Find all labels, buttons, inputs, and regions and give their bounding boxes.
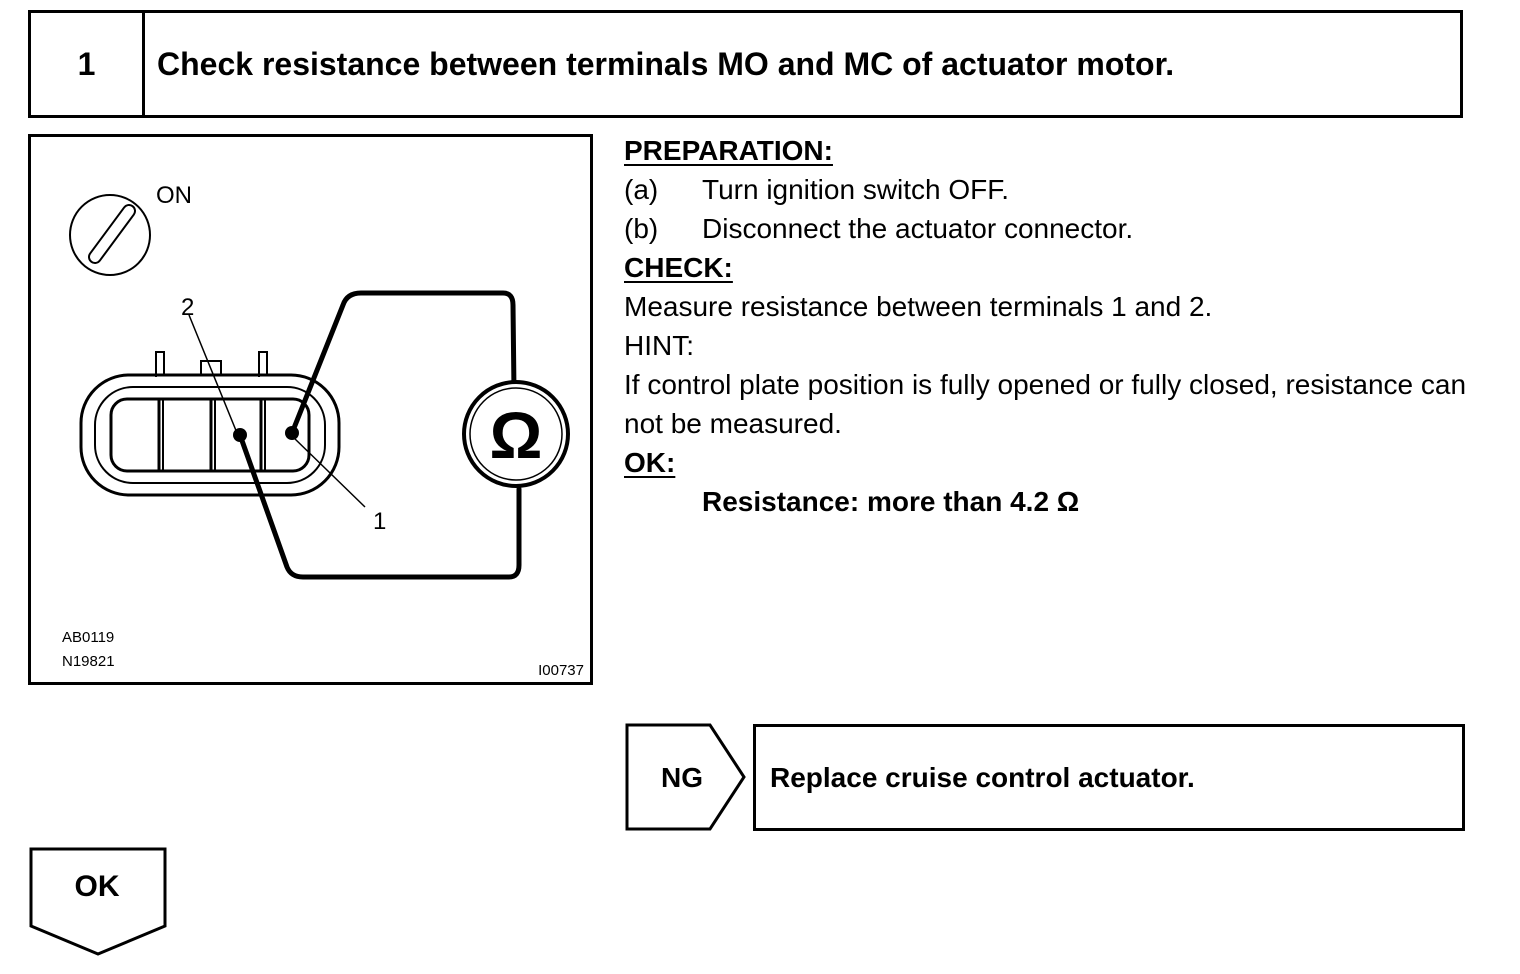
ng-tag-shape [625,723,746,831]
ref-code-2: N19821 [62,653,115,670]
prep-step-text: Turn ignition switch OFF. [702,174,1010,205]
figure-id: I00737 [538,662,584,679]
terminal-1-label: 1 [373,508,386,535]
diagram-drawing: ON 2 1 [62,182,584,679]
connector-icon [79,351,341,497]
ng-action-text: Replace cruise control actuator. [770,761,1195,793]
ohmmeter-icon: Ω [462,380,570,488]
ref-code-1: AB0119 [62,629,114,646]
probe-tip-1 [285,426,299,440]
check-heading: CHECK: [624,252,733,283]
connector-diagram: ON 2 1 [28,134,593,685]
instructions: PREPARATION: (a) Turn ignition switch OF… [624,131,1484,521]
ok-heading: OK: [624,447,676,478]
step-title: Check resistance between terminals MO an… [157,45,1175,82]
step-number: 1 [31,13,145,115]
prep-step-label: (a) [624,174,659,205]
ok-label: OK [74,870,120,903]
resistance-spec: Resistance: more than 4.2 Ω [702,486,1080,517]
ng-label: NG [661,762,703,793]
prep-step-text: Disconnect the actuator connector. [702,213,1134,244]
hint-text: If control plate position is fully opene… [624,369,1467,439]
ok-tag-shape [29,847,167,956]
switch-label: ON [156,182,192,209]
leader-line-2 [188,314,238,434]
terminal-2-label: 2 [181,294,194,321]
hint-heading: HINT: [624,330,694,361]
ignition-switch-icon [69,194,151,276]
tester-leads [237,290,522,580]
prep-step-b: (b) Disconnect the actuator connector. [624,209,1484,248]
ohm-symbol: Ω [490,398,543,472]
leader-line-1 [292,436,366,508]
step-header: 1 Check resistance between terminals MO … [28,10,1463,118]
prep-step-label: (b) [624,213,659,244]
prep-step-a: (a) Turn ignition switch OFF. [624,170,1484,209]
ng-action-box: Replace cruise control actuator. [753,724,1465,831]
preparation-heading: PREPARATION: [624,135,833,166]
check-text: Measure resistance between terminals 1 a… [624,291,1213,322]
